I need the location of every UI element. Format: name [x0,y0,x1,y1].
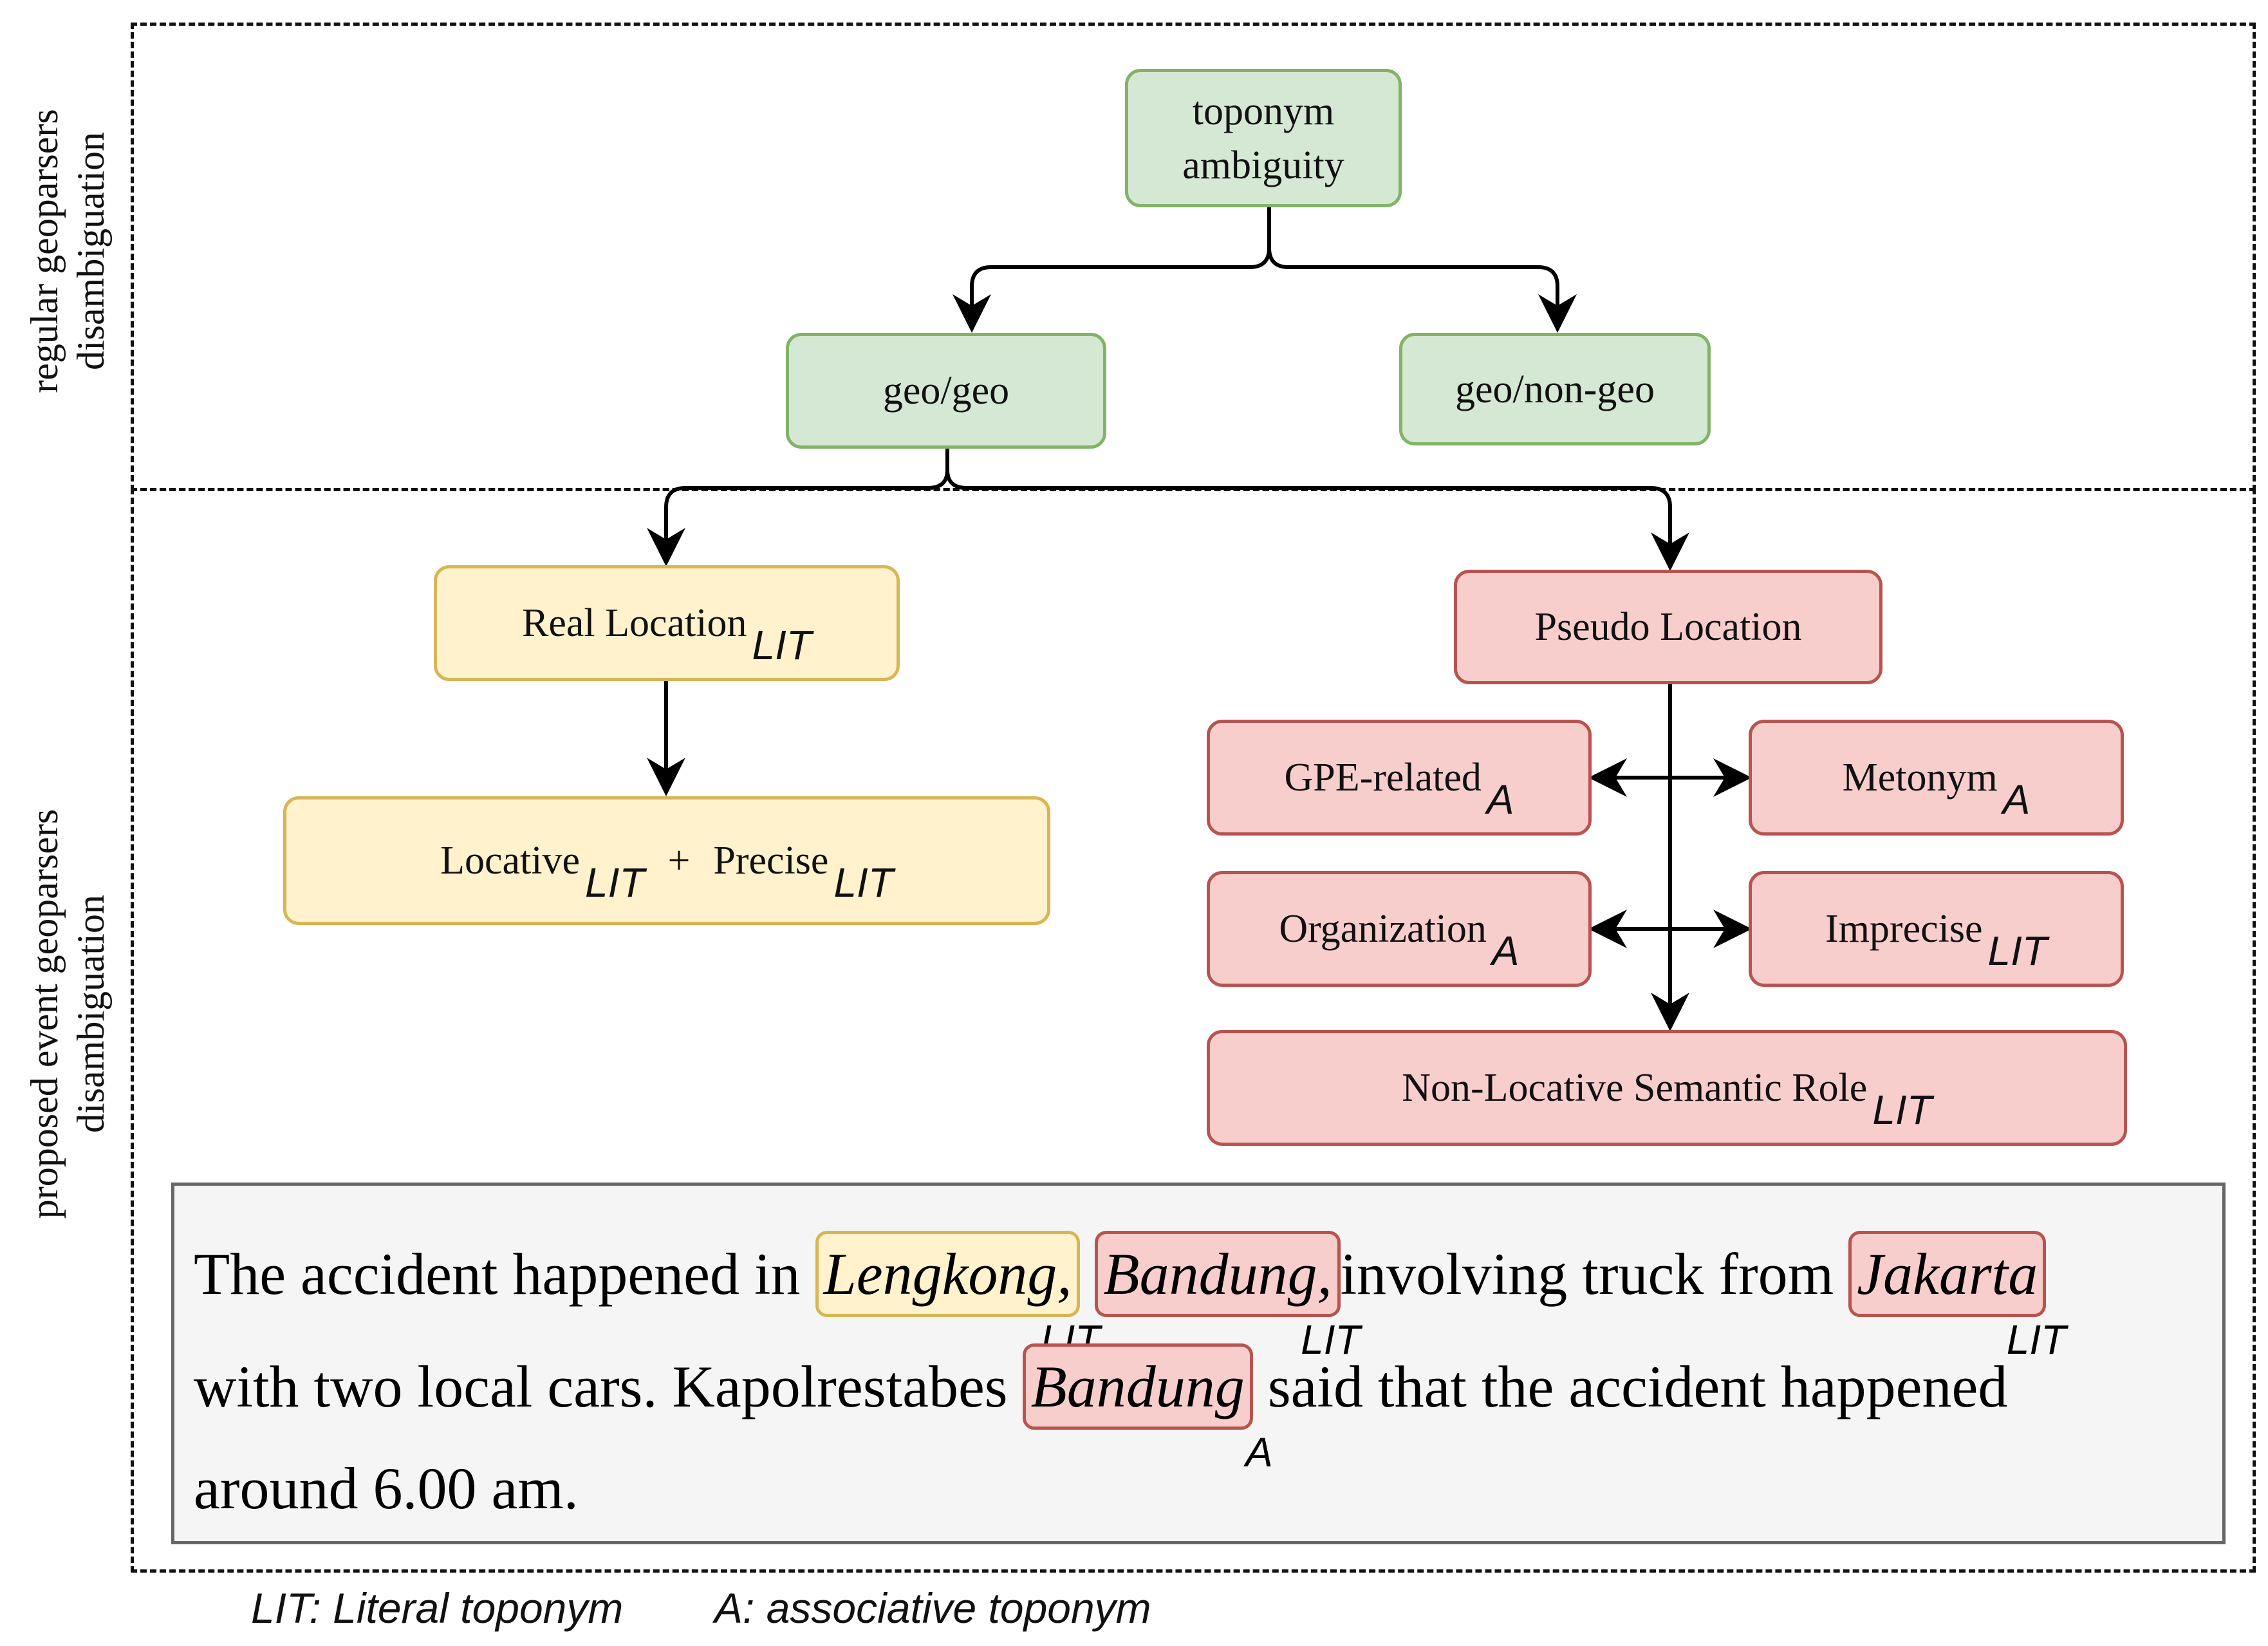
metonym-node: Metonym A [1749,720,2124,836]
geo-non-geo-node: geo/non-geo [1399,333,1711,445]
organization-tag: A [1491,928,1520,974]
sentence-text: around 6.00 am. [194,1455,579,1521]
geo-geo-node: geo/geo [786,333,1106,449]
sentence-text: said that the accident happened [1267,1354,2008,1419]
locative-precise-node: Locative LIT + Precise LIT [283,796,1050,925]
toponym-tag: LIT [1301,1316,1361,1363]
locative-tag: LIT [584,859,645,906]
gpe-related-tag: A [1486,776,1514,823]
real-location-node: Real Location LIT [434,565,900,681]
precise-tag: LIT [833,859,893,906]
precise-label: Precise [713,839,829,883]
imprecise-tag: LIT [1987,928,2047,974]
imprecise-node: Imprecise LIT [1749,871,2124,987]
edge-toponym-to-geo-non-geo [1267,247,1577,333]
organization-label: Organization [1279,907,1487,951]
pseudo-location-label: Pseudo Location [1534,605,1802,649]
example-sentence-box: The accident happened in Lengkong,LIT Ba… [171,1183,2226,1544]
plus-sign: + [667,839,691,883]
locative-label: Locative [440,839,580,883]
non-locative-node: Non-Locative Semantic Role LIT [1207,1030,2127,1146]
non-locative-tag: LIT [1872,1087,1932,1133]
toponym-bandung-1: Bandung, LIT [1095,1231,1361,1360]
sentence-line-2: with two local cars. Kapolrestabes Bandu… [194,1343,2008,1473]
edge-toponym-to-geo-geo [953,207,1271,333]
imprecise-label: Imprecise [1825,907,1983,951]
real-location-tag: LIT [752,622,812,668]
legend-literal: LIT: Literal toponym [251,1584,623,1632]
geo-non-geo-label: geo/non-geo [1455,367,1655,411]
sentence-text: involving truck from [1340,1241,1834,1307]
legend-associative: A: associative toponym [714,1584,1151,1632]
toponym-ambiguity-node: toponym ambiguity [1125,69,1402,207]
metonym-tag: A [2002,776,2031,823]
sentence-text: with two local cars. Kapolrestabes [194,1354,1008,1419]
real-location-label: Real Location [522,601,747,645]
sentence-text: The accident happened in [194,1241,801,1307]
edge-geo-geo-to-real-location [647,449,949,566]
metonym-label: Metonym [1842,756,1998,800]
gpe-related-label: GPE-related [1284,756,1482,800]
toponym-ambiguity-line-2: ambiguity [1182,143,1344,187]
sentence-line-3: around 6.00 am. [194,1453,579,1524]
toponym-text: Lengkong, [823,1241,1072,1307]
legend-associative-text: A: associative toponym [714,1584,1151,1632]
toponym-tag: LIT [2006,1316,2067,1363]
toponym-text: Jakarta [1857,1241,2038,1307]
non-locative-label: Non-Locative Semantic Role [1402,1066,1868,1110]
toponym-tag: A [1245,1429,1273,1475]
sentence-line-1: The accident happened in Lengkong,LIT Ba… [194,1231,2066,1360]
toponym-lengkong: Lengkong,LIT [815,1231,1100,1360]
pseudo-location-node: Pseudo Location [1454,570,1882,684]
toponym-text: Bandung, [1103,1241,1332,1307]
organization-node: Organization A [1207,871,1592,987]
edge-geo-geo-to-pseudo-location [945,469,1689,571]
toponym-ambiguity-line-1: toponym [1192,89,1335,133]
toponym-text: Bandung [1030,1354,1245,1419]
geo-geo-label: geo/geo [882,369,1010,413]
gpe-related-node: GPE-related A [1207,720,1592,836]
legend-literal-text: LIT: Literal toponym [251,1584,624,1632]
